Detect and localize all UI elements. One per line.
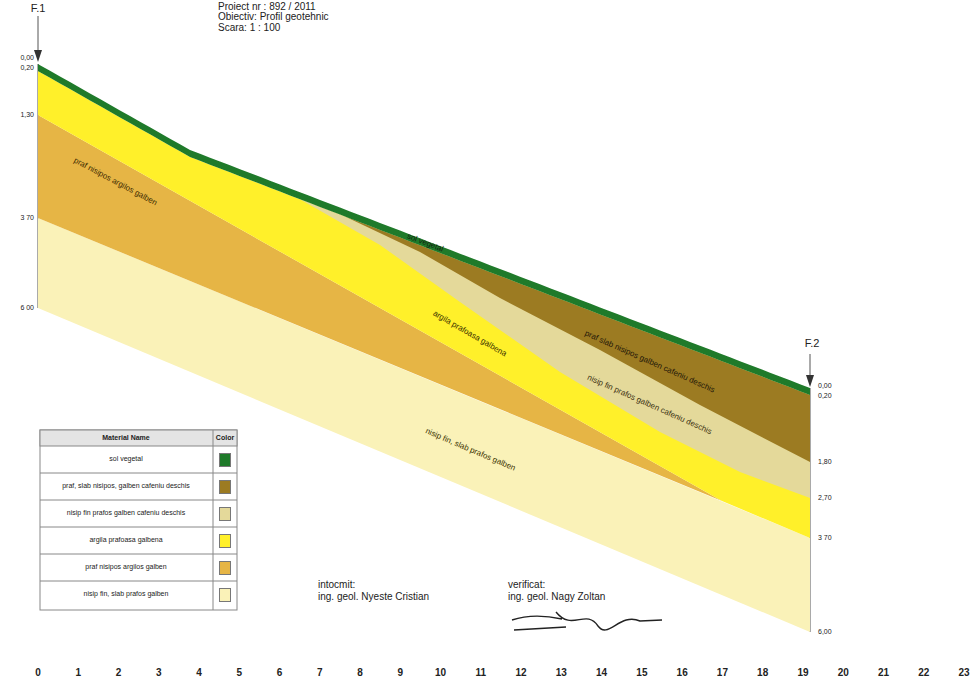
layer-fill bbox=[38, 64, 810, 395]
axis-number: 14 bbox=[596, 667, 607, 679]
depth-value: 0,20 bbox=[818, 392, 832, 400]
axis-number: 0 bbox=[35, 667, 41, 679]
arrow-head bbox=[806, 375, 814, 387]
legend-swatch bbox=[219, 588, 231, 602]
depth-value: 6,00 bbox=[818, 628, 832, 636]
legend-text: praf nisipos argilos galben bbox=[85, 563, 166, 571]
layer-fill bbox=[345, 217, 810, 463]
legend-text: nisip fin prafos galben cafeniu deschis bbox=[67, 509, 185, 517]
axis-number: 16 bbox=[677, 667, 688, 679]
axis-number: 17 bbox=[717, 667, 728, 679]
layer-fill bbox=[300, 199, 810, 498]
signature-role: intocmit: bbox=[318, 579, 355, 591]
signature-name: ing. geol. Nagy Zoltan bbox=[508, 591, 605, 603]
borehole-name: F.2 bbox=[805, 337, 820, 350]
borehole-name: F.1 bbox=[31, 2, 46, 15]
layer-label: sol vegetal bbox=[405, 232, 444, 254]
axis-number: 23 bbox=[958, 667, 969, 679]
axis-number: 12 bbox=[516, 667, 527, 679]
legend-swatch bbox=[219, 534, 231, 548]
axis-number: 5 bbox=[237, 667, 243, 679]
signature bbox=[512, 612, 662, 630]
axis-number: 19 bbox=[797, 667, 808, 679]
header-text: Scara: 1 : 100 bbox=[218, 22, 280, 34]
depth-value: 0,00 bbox=[20, 54, 34, 62]
depth-value: 0,20 bbox=[20, 64, 34, 72]
axis-number: 6 bbox=[277, 667, 283, 679]
depth-value: 3 70 bbox=[20, 214, 34, 222]
axis-number: 2 bbox=[116, 667, 122, 679]
legend-header: Color bbox=[216, 434, 234, 442]
legend-swatch bbox=[219, 453, 231, 467]
arrow-head bbox=[34, 50, 42, 62]
legend-swatch bbox=[219, 561, 231, 575]
depth-value: 1,30 bbox=[20, 111, 34, 119]
axis-number: 15 bbox=[636, 667, 647, 679]
header-text: Proiect nr : 892 / 2011 bbox=[218, 1, 316, 13]
axis-number: 21 bbox=[878, 667, 889, 679]
layer-label-holder: sol vegetal bbox=[405, 232, 444, 254]
axis-number: 18 bbox=[757, 667, 768, 679]
legend-swatch bbox=[219, 507, 231, 521]
borehole-arrow bbox=[38, 16, 39, 54]
depth-value: 1,80 bbox=[818, 458, 832, 466]
axis-number: 10 bbox=[435, 667, 446, 679]
depth-value: 6 00 bbox=[20, 304, 34, 312]
axis-number: 22 bbox=[918, 667, 929, 679]
legend-swatch bbox=[219, 480, 231, 494]
axis-number: 13 bbox=[556, 667, 567, 679]
axis-number: 11 bbox=[476, 667, 487, 679]
axis-number: 7 bbox=[317, 667, 323, 679]
legend-text: nisip fin, slab prafos galben bbox=[84, 590, 169, 598]
legend-table bbox=[40, 430, 237, 610]
header-text: Obiectiv: Profil geotehnic bbox=[218, 11, 329, 23]
axis-number: 20 bbox=[838, 667, 849, 679]
axis-number: 8 bbox=[357, 667, 363, 679]
axis-number: 1 bbox=[75, 667, 81, 679]
depth-value: 3 70 bbox=[818, 534, 832, 542]
layer-fill bbox=[38, 71, 810, 538]
depth-value: 2,70 bbox=[818, 494, 832, 502]
signature-name: ing. geol. Nyeste Cristian bbox=[318, 591, 429, 603]
legend-text: praf, slab nisipos, galben cafeniu desch… bbox=[62, 482, 190, 490]
axis-number: 9 bbox=[398, 667, 404, 679]
signature-role: verificat: bbox=[508, 579, 545, 591]
depth-value: 0,00 bbox=[818, 382, 832, 390]
legend-header: Material Name bbox=[102, 434, 149, 442]
axis-number: 4 bbox=[196, 667, 202, 679]
axis-number: 3 bbox=[156, 667, 162, 679]
legend-text: argila prafoasa galbena bbox=[89, 536, 162, 544]
legend-text: sol vegetal bbox=[109, 455, 142, 463]
